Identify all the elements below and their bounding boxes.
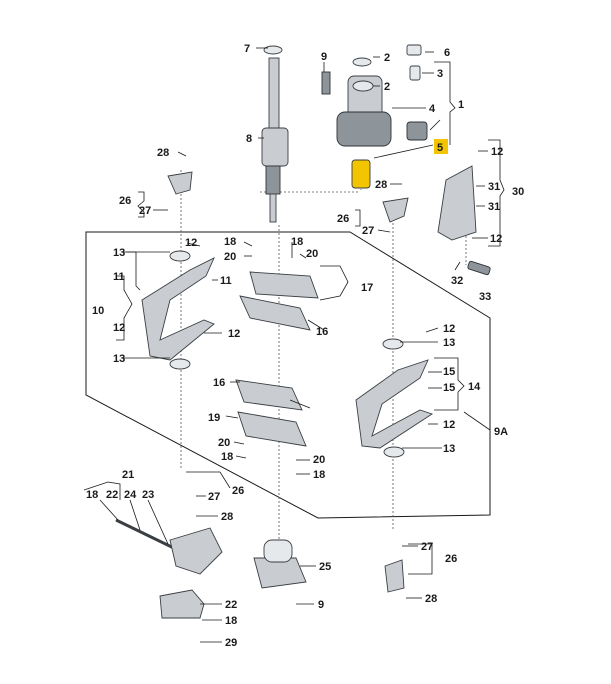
callout-5-highlight [434, 139, 448, 154]
assembly-axes [180, 170, 467, 540]
callout-30: 30 [512, 186, 524, 198]
callout-15-a: 15 [443, 366, 455, 378]
callout-26-b: 26 [337, 213, 349, 225]
callout-26-d: 26 [445, 553, 457, 565]
callout-14: 14 [468, 381, 481, 393]
bushing-part-5 [351, 159, 371, 189]
linkage-assembly-21 [115, 518, 223, 619]
callout-27-c: 27 [208, 491, 220, 503]
callout-27-a: 27 [139, 205, 151, 217]
callout-18-b: 18 [291, 236, 303, 248]
callout-26-c: 26 [232, 485, 244, 497]
callout-24: 24 [124, 489, 137, 501]
leader-lines [83, 47, 505, 643]
pin-part-3 [409, 65, 421, 81]
lock-housing-part [336, 57, 392, 147]
callout-10: 10 [92, 305, 104, 317]
callout-18-e: 18 [86, 489, 98, 501]
callout-18-f: 18 [225, 615, 237, 627]
callout-2-a: 2 [384, 52, 390, 64]
callout-8: 8 [246, 133, 252, 145]
plate-part-16-upper [239, 295, 311, 331]
callout-12-e: 12 [228, 328, 240, 340]
callout-17: 17 [361, 282, 373, 294]
callout-9-bottom: 9 [318, 599, 324, 611]
callout-18-d: 18 [313, 469, 325, 481]
callout-22-b: 22 [225, 599, 237, 611]
plate-part-16-lower [235, 379, 303, 411]
callout-9A: 9A [494, 426, 508, 438]
callout-12-f: 12 [443, 323, 455, 335]
callout-28-c: 28 [221, 511, 233, 523]
lever-assembly-14 [355, 338, 434, 458]
callout-3: 3 [437, 68, 443, 80]
lever-assembly-10 [141, 250, 215, 370]
parts [115, 44, 491, 619]
callout-9-top: 9 [321, 51, 327, 63]
callout-21: 21 [122, 469, 134, 481]
bracket-part-26-left [167, 171, 193, 195]
callout-20-b: 20 [306, 248, 318, 260]
callout-20-a: 20 [224, 251, 236, 263]
callout-16-b: 16 [213, 377, 225, 389]
callout-20-c: 20 [218, 437, 230, 449]
callout-12-b: 12 [490, 233, 502, 245]
callout-12-c: 12 [185, 237, 197, 249]
callout-12-g: 12 [443, 419, 455, 431]
base-mount-25 [253, 539, 307, 589]
callout-5: 5 [437, 142, 443, 154]
callout-18-c: 18 [221, 451, 233, 463]
callout-11-a: 11 [113, 271, 125, 283]
callout-labels: 7 9 2 6 3 2 4 1 5 8 28 12 31 30 31 26 27… [86, 43, 524, 649]
bolt-part-9-top [321, 71, 331, 95]
callout-12-d: 12 [113, 322, 125, 334]
callout-13-c: 13 [443, 337, 455, 349]
bracket-part-30 [437, 165, 477, 241]
callout-25: 25 [319, 561, 331, 573]
callout-16-a: 16 [316, 326, 328, 338]
callout-22-a: 22 [106, 489, 118, 501]
callout-7: 7 [244, 43, 250, 55]
screw-part-33 [467, 260, 491, 276]
callout-26-a: 26 [119, 195, 131, 207]
bracket-part-26-low [384, 559, 405, 593]
callout-19: 19 [208, 412, 220, 424]
callout-18-a: 18 [224, 236, 236, 248]
callout-31-a: 31 [488, 181, 500, 193]
group-frame-9A [85, 231, 491, 519]
plate-part-19 [237, 411, 307, 447]
callout-33: 33 [479, 291, 491, 303]
callout-2-b: 2 [384, 81, 390, 93]
callout-27-d: 27 [421, 541, 433, 553]
spring-part-4 [406, 121, 428, 141]
callout-28-d: 28 [425, 593, 437, 605]
plate-part-17 [249, 271, 319, 299]
callout-4: 4 [429, 103, 436, 115]
callout-31-b: 31 [488, 201, 500, 213]
callout-27-b: 27 [362, 225, 374, 237]
callout-12-a: 12 [491, 146, 503, 158]
callout-20-d: 20 [313, 454, 325, 466]
callout-28-a: 28 [157, 147, 169, 159]
callout-13-d: 13 [443, 443, 455, 455]
callout-23: 23 [142, 489, 154, 501]
column-shaft-part [261, 45, 289, 223]
callout-6: 6 [444, 47, 450, 59]
callout-32: 32 [451, 275, 463, 287]
cap-part-6 [406, 44, 422, 56]
callout-13-b: 13 [113, 353, 125, 365]
callout-11-b: 11 [220, 275, 232, 287]
callout-29: 29 [225, 637, 237, 649]
callout-1: 1 [458, 99, 464, 111]
callout-28-b: 28 [375, 179, 387, 191]
callout-13-a: 13 [113, 247, 125, 259]
callout-15-b: 15 [443, 382, 455, 394]
bracket-part-26-mid [382, 197, 409, 223]
